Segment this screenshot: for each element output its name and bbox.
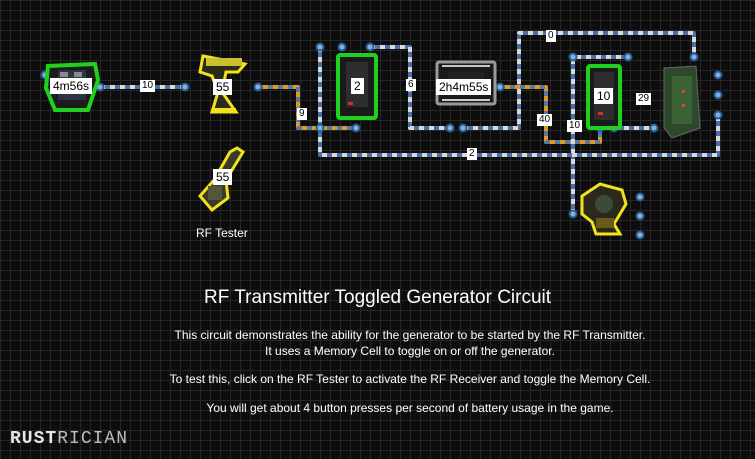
description-line-4: You will get about 4 button presses per … [206, 401, 614, 415]
description-line-3: To test this, click on the RF Tester to … [169, 372, 651, 386]
combiner-device[interactable] [663, 65, 701, 139]
wire-label-8: 2 [467, 148, 477, 160]
wire-label-1: 10 [140, 80, 156, 92]
description-line-2: It uses a Memory Cell to toggle on or of… [265, 344, 555, 358]
generator-value-label: 2h4m55s [436, 79, 492, 95]
wire-label-7: 29 [636, 93, 652, 105]
diagram-title: RF Transmitter Toggled Generator Circuit [203, 287, 552, 308]
memory-cell-value-label: 2 [351, 78, 364, 94]
wire-label-6: 10 [567, 120, 583, 132]
logo-thin-part: RICIAN [57, 429, 129, 449]
rf-tester-caption: RF Tester [196, 226, 248, 240]
wire-label-2: 9 [297, 108, 307, 120]
wire-memory-box-bottom[interactable] [318, 47, 720, 157]
switch-value-label: 10 [594, 88, 614, 104]
wire-label-3: 6 [406, 79, 416, 91]
battery-value-label: 4m56s [50, 78, 93, 94]
wire-transmitter-memory[interactable] [258, 85, 356, 130]
logo-bold-part: RUST [10, 429, 58, 449]
wire-label-4: 0 [546, 30, 556, 42]
wire-generator-switch-top[interactable] [463, 31, 696, 130]
rustrician-logo: RUSTRICIAN [10, 429, 128, 449]
rf-tester-value-label: 55 [213, 169, 233, 185]
wire-label-5: 40 [537, 114, 553, 126]
wire-generator-switch[interactable] [500, 85, 602, 144]
rf-receiver-device[interactable] [580, 182, 628, 236]
rf-transmitter-value-label: 55 [213, 79, 233, 95]
description-line-1: This circuit demonstrates the ability fo… [174, 328, 646, 342]
